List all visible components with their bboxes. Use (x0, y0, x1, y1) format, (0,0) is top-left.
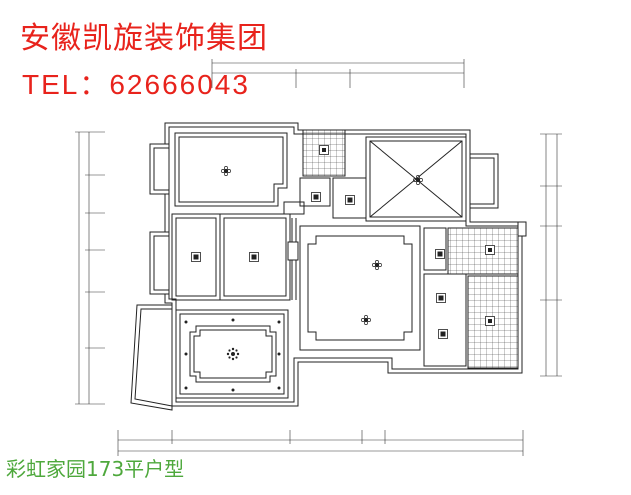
room-kitchen (447, 227, 519, 369)
bay-window-left-top (149, 143, 170, 195)
bay-window-right-small (517, 221, 527, 237)
room-master-bedroom (365, 136, 467, 222)
company-name: 安徽凯旋装饰集团 (20, 21, 268, 56)
bay-window-left-middle (149, 231, 170, 295)
room-bedroom-bottom-left (175, 309, 289, 399)
top-dimension-lines (211, 59, 465, 88)
room-bedroom-top-left (174, 132, 288, 207)
bottom-dimension-lines (117, 430, 524, 456)
corridor-middle (287, 218, 299, 300)
plan-caption: 彩虹家园173平户型 (6, 457, 185, 481)
room-bedroom-middle-left (171, 213, 221, 301)
room-bedroom-middle (219, 213, 291, 301)
balcony-left-bottom (130, 304, 173, 411)
room-living-room (299, 225, 421, 351)
bay-window-right (469, 153, 499, 209)
company-phone: TEL：62666043 (22, 69, 250, 100)
room-bathroom-top (302, 129, 346, 177)
left-dimension-lines (75, 131, 105, 405)
right-dimension-lines (540, 133, 562, 377)
room-dining (423, 227, 467, 367)
corridor-top (283, 177, 367, 219)
